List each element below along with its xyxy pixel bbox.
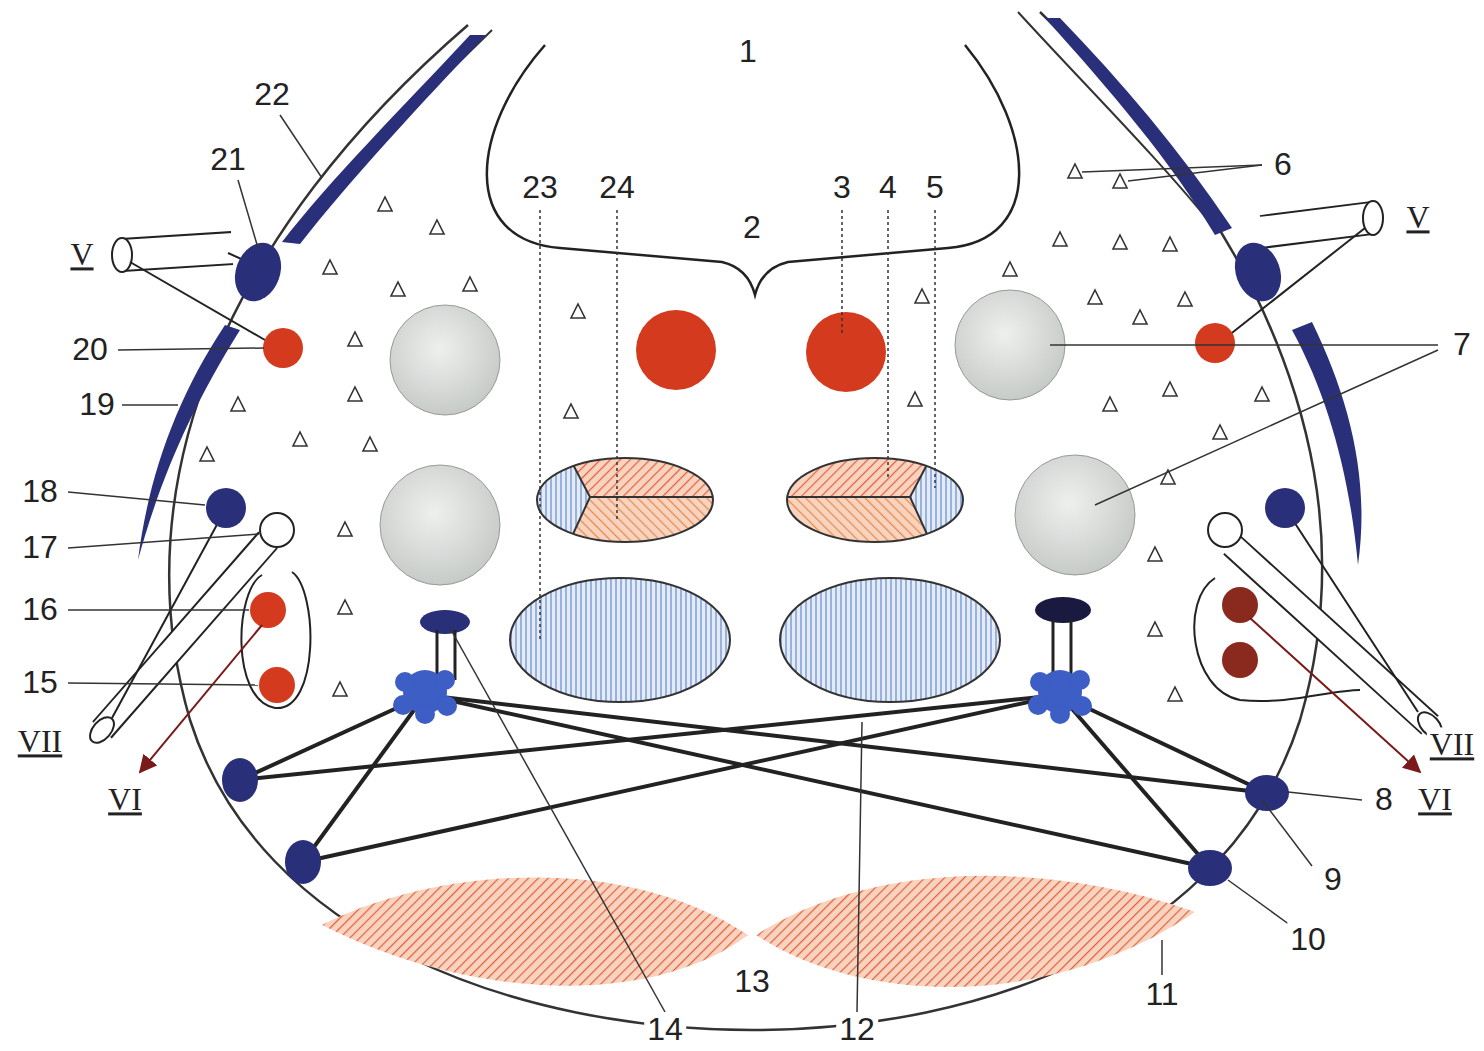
callout-number: 2 xyxy=(740,210,764,245)
neuron-triangle xyxy=(378,197,392,211)
callout-number: 20 xyxy=(69,332,111,367)
neuron-triangle xyxy=(430,220,444,234)
nerve-label: VII xyxy=(1427,727,1477,762)
nerve-label: VI xyxy=(105,782,145,817)
nerve-label: V xyxy=(67,237,96,272)
callout-number: 3 xyxy=(830,170,854,205)
neuron-triangle xyxy=(1163,382,1177,396)
neuron-triangle xyxy=(1088,290,1102,304)
callout-number: 16 xyxy=(19,592,61,627)
callout-number: 24 xyxy=(596,170,638,205)
callout-number: 4 xyxy=(876,170,900,205)
callout-number: 18 xyxy=(19,474,61,509)
callout-number: 5 xyxy=(923,170,947,205)
callout-number: 9 xyxy=(1321,862,1345,897)
neuron-triangle xyxy=(338,522,352,536)
neuron-triangle xyxy=(348,332,362,346)
neuron-triangle xyxy=(1178,292,1192,306)
callout-number: 7 xyxy=(1450,327,1474,362)
callout-number: 22 xyxy=(251,77,293,112)
neuron-triangle xyxy=(200,447,214,461)
neuron-triangle xyxy=(915,289,929,303)
neuron-triangle xyxy=(348,387,362,401)
callout-number: 1 xyxy=(736,34,760,69)
callout-number: 8 xyxy=(1372,782,1396,817)
neuron-triangle xyxy=(908,392,922,406)
neuron-triangle xyxy=(571,304,585,318)
neuron-triangle xyxy=(564,404,578,418)
neuron-triangle xyxy=(1003,262,1017,276)
callout-number: 23 xyxy=(519,170,561,205)
neuron-triangle xyxy=(1133,310,1147,324)
neuron-triangle xyxy=(391,282,405,296)
neuron-triangle xyxy=(1255,387,1269,401)
callout-number: 19 xyxy=(76,387,118,422)
callout-number: 21 xyxy=(207,142,249,177)
neuron-triangle xyxy=(1148,547,1162,561)
neuron-triangle xyxy=(323,260,337,274)
neuron-triangle xyxy=(1168,687,1182,701)
neuron-triangle xyxy=(363,437,377,451)
neuron-triangle xyxy=(333,682,347,696)
callout-number: 17 xyxy=(19,530,61,565)
neuron-triangle xyxy=(1148,622,1162,636)
nerve-label: VI xyxy=(1415,782,1455,817)
callout-number: 6 xyxy=(1271,147,1295,182)
nerve-label: V xyxy=(1403,200,1432,235)
nerve-label: VII xyxy=(15,724,65,759)
neuron-triangle xyxy=(1163,237,1177,251)
neuron-triangle xyxy=(463,277,477,291)
neuron-triangle xyxy=(338,600,352,614)
neuron-triangle xyxy=(1053,232,1067,246)
callout-number: 15 xyxy=(19,665,61,700)
neuron-triangle xyxy=(1113,174,1127,188)
neuron-triangle xyxy=(293,432,307,446)
neuron-triangle xyxy=(1068,164,1082,178)
callout-number: 14 xyxy=(644,1012,686,1047)
callout-number: 13 xyxy=(731,964,773,999)
callout-number: 12 xyxy=(836,1012,878,1047)
neuron-triangle xyxy=(1113,235,1127,249)
neuron-triangle xyxy=(1103,397,1117,411)
callout-number: 10 xyxy=(1287,922,1329,957)
neuron-triangle xyxy=(1213,425,1227,439)
callout-number: 11 xyxy=(1142,977,1181,1012)
neuron-triangle xyxy=(231,397,245,411)
